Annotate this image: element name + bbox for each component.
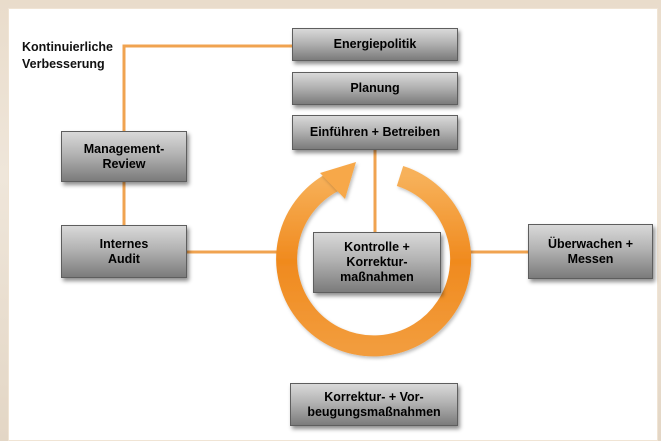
cycle-arrowhead bbox=[320, 162, 356, 199]
korrektur-box: Korrektur- + Vor- beugungsmaßnahmen bbox=[290, 383, 458, 426]
kontrolle-label: Kontrolle + Korrektur- maßnahmen bbox=[340, 240, 414, 284]
planung-box: Planung bbox=[292, 72, 458, 105]
planung-label: Planung bbox=[350, 81, 400, 95]
ueberwachen-box: Überwachen + Messen bbox=[528, 224, 653, 279]
improvement-loop-line bbox=[122, 44, 292, 131]
management-review-label: Management- Review bbox=[83, 141, 165, 171]
cycle-arrow bbox=[276, 166, 472, 357]
kontrolle-box: Kontrolle + Korrektur- maßnahmen bbox=[313, 232, 441, 293]
energiepolitik-label: Energiepolitik bbox=[333, 37, 417, 51]
ueberwachen-label: Überwachen + Messen bbox=[547, 236, 634, 266]
continuous-improvement-label: Kontinuierliche Verbesserung bbox=[22, 40, 113, 71]
management-review-box: Management- Review bbox=[61, 131, 187, 182]
einfuehren-label: Einführen + Betreiben bbox=[309, 125, 441, 139]
energiepolitik-box: Energiepolitik bbox=[292, 28, 458, 61]
internes-audit-box: Internes Audit bbox=[61, 225, 187, 278]
einfuehren-box: Einführen + Betreiben bbox=[292, 115, 458, 150]
internes-audit-label: Internes Audit bbox=[99, 236, 149, 266]
korrektur-label: Korrektur- + Vor- beugungsmaßnahmen bbox=[307, 389, 441, 419]
